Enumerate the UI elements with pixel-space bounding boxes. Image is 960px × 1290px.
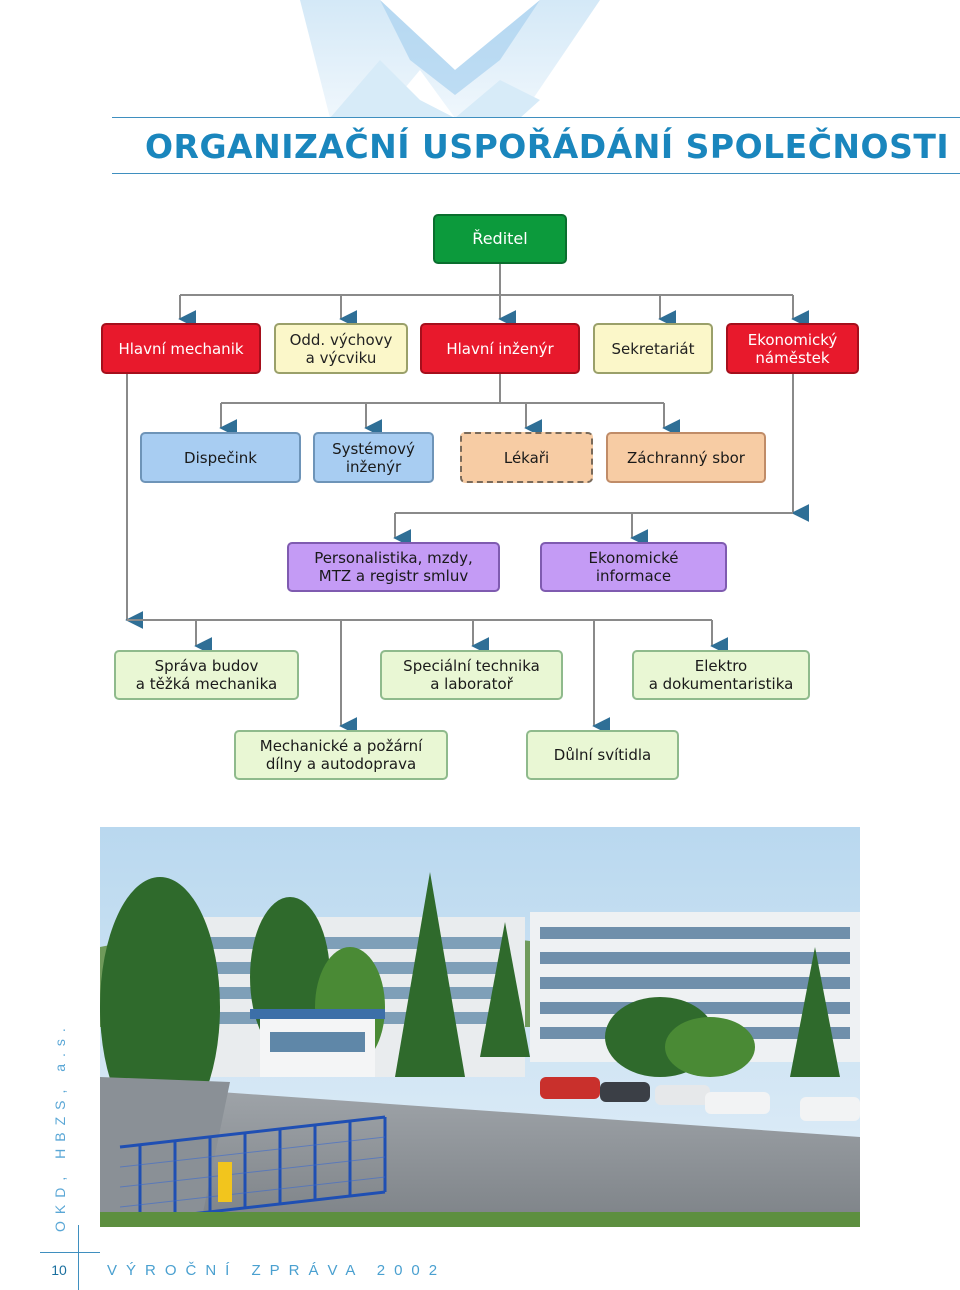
building-photo — [100, 827, 860, 1227]
org-box-sprava-budov: Správa budov a těžká mechanika — [114, 650, 299, 700]
org-box-hlavni-mechanik: Hlavní mechanik — [101, 323, 261, 374]
org-box-elektro: Elektro a dokumentaristika — [632, 650, 810, 700]
org-box-specialni-technika: Speciální technika a laboratoř — [380, 650, 563, 700]
org-box-dispecink: Dispečink — [140, 432, 301, 483]
org-box-systemovy-inzenyr: Systémový inženýr — [313, 432, 434, 483]
title-bottom-rule — [112, 173, 960, 174]
title-top-rule — [112, 117, 960, 118]
org-box-dulni-svitidla: Důlní svítidla — [526, 730, 679, 780]
report-title-footer: VÝROČNÍ ZPRÁVA 2002 — [107, 1262, 447, 1279]
page-number: 10 — [51, 1262, 67, 1278]
org-box-lekari: Lékaři — [460, 432, 593, 483]
org-box-zachranny-sbor: Záchranný sbor — [606, 432, 766, 483]
footer-corner-vertical-rule — [78, 1225, 79, 1290]
company-name-vertical: OKD, HBZS, a.s. — [52, 1021, 68, 1232]
page-title: ORGANIZAČNÍ USPOŘÁDÁNÍ SPOLEČNOSTI — [145, 127, 950, 166]
footer-corner-horizontal-rule — [40, 1252, 100, 1253]
org-box-director: Ředitel — [433, 214, 567, 264]
org-box-sekretariat: Sekretariát — [593, 323, 713, 374]
org-box-personalistika: Personalistika, mzdy, MTZ a registr smlu… — [287, 542, 500, 592]
org-box-ekonomicke-informace: Ekonomické informace — [540, 542, 727, 592]
org-box-odd-vychovy: Odd. výchovy a výcviku — [274, 323, 408, 374]
org-box-hlavni-inzenyr: Hlavní inženýr — [420, 323, 580, 374]
org-chart-connectors — [125, 264, 810, 735]
org-box-mechanicke-dilny: Mechanické a požární dílny a autodoprava — [234, 730, 448, 780]
company-logo-graphic — [300, 0, 600, 118]
org-box-ekonomicky-namestek: Ekonomický náměstek — [726, 323, 859, 374]
